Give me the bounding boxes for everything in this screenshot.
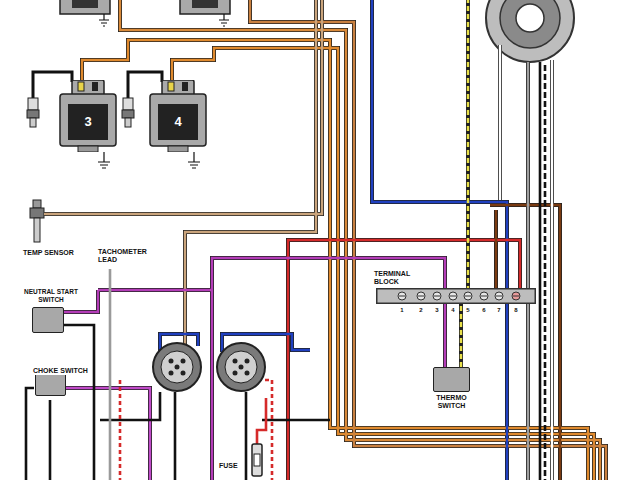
ignition-coil: 4: [148, 80, 208, 152]
part-label: FUSE: [218, 462, 239, 470]
terminal-number: 5: [464, 307, 472, 314]
terminal-strip: [376, 288, 536, 304]
ignition-coil: 3: [58, 80, 118, 152]
switch-box: CHOKE SWITCH: [33, 359, 88, 396]
switch-body: [433, 367, 470, 392]
switch-box: THERMO SWITCH: [433, 367, 470, 392]
fuse-holder: [252, 444, 262, 476]
terminal-number: 7: [495, 307, 503, 314]
block-title: TERMINAL BLOCK: [374, 270, 420, 286]
switch-label: THERMO SWITCH: [427, 394, 476, 410]
part-label: TACHOMETER LEAD: [97, 248, 153, 264]
switch-label: CHOKE SWITCH: [33, 367, 88, 375]
switch-box: NEUTRAL START SWITCH: [18, 288, 84, 333]
terminal-number: 4: [449, 307, 457, 314]
wire: [44, 0, 606, 480]
terminal-number: 2: [417, 307, 425, 314]
coil-label-area: 4: [158, 104, 198, 140]
terminal-number: 1: [398, 307, 406, 314]
terminal-number: 3: [433, 307, 441, 314]
ground-symbol: [98, 152, 200, 168]
connector-plug: [153, 343, 265, 391]
terminal-number: 8: [512, 307, 520, 314]
switch-label: NEUTRAL START SWITCH: [18, 288, 84, 304]
wire-connector: [461, 304, 462, 367]
ignition-coil: [60, 0, 230, 26]
terminal-block: TERMINAL BLOCK: [374, 270, 538, 304]
wire-outline: [44, 0, 606, 480]
temp-sensor: [30, 200, 44, 242]
terminal-screws: [376, 288, 536, 304]
wire: [26, 62, 545, 480]
coil-label-area: 3: [68, 104, 108, 140]
terminal-number: 6: [480, 307, 488, 314]
part-label: TEMP SENSOR: [22, 249, 75, 257]
switch-body: [32, 307, 64, 333]
coil-number: 4: [174, 115, 181, 129]
coil-number: 3: [84, 115, 91, 129]
